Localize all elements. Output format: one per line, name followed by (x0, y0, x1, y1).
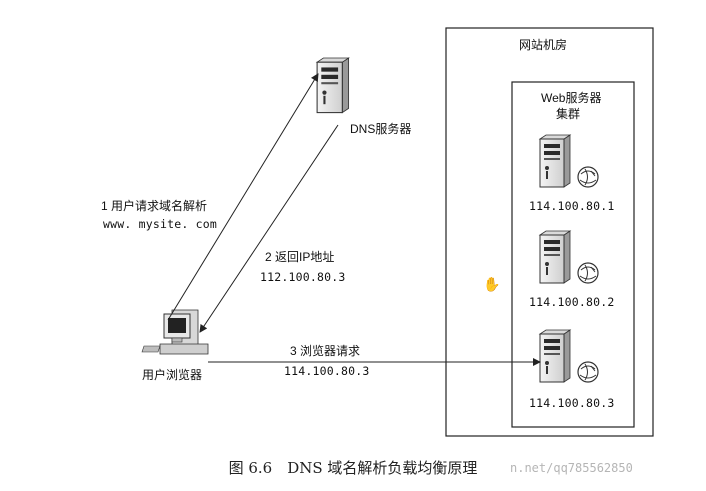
browser-label: 用户浏览器 (142, 368, 203, 382)
cluster-label-line1: Web服务器 (541, 91, 602, 105)
step2-label: 2 返回IP地址 (265, 250, 335, 264)
arrow-return-ip (199, 124, 339, 333)
dns-server-icon (316, 57, 350, 114)
arrow-request-dns (167, 73, 319, 321)
watermark: n.net/qq785562850 (510, 461, 633, 475)
step1-domain: www. mysite. com (103, 217, 217, 231)
web-cluster-box (511, 81, 635, 428)
globe-icon (577, 361, 599, 383)
cluster-label-line2: 集群 (556, 107, 581, 121)
globe-icon (577, 262, 599, 284)
site-room-label: 网站机房 (519, 38, 568, 52)
user-computer-icon (141, 309, 209, 355)
dns-server-label: DNS服务器 (350, 122, 412, 136)
step3-ip: 114.100.80.3 (284, 364, 370, 378)
step1-label: 1 用户请求域名解析 (101, 199, 208, 213)
figure-caption: 图 6.6 DNS 域名解析负载均衡原理 (228, 459, 478, 477)
hand-cursor-icon: ✋ (483, 276, 501, 292)
web-server-3-icon (539, 329, 599, 383)
web-server-2-icon (539, 230, 599, 284)
globe-icon (577, 166, 599, 188)
web-server-1-icon (539, 134, 599, 188)
server-3-ip: 114.100.80.3 (529, 396, 615, 410)
site-room-box (445, 27, 654, 437)
step2-ip: 112.100.80.3 (260, 270, 346, 284)
server-2-ip: 114.100.80.2 (529, 295, 615, 309)
step3-label: 3 浏览器请求 (290, 344, 361, 358)
server-1-ip: 114.100.80.1 (529, 199, 615, 213)
